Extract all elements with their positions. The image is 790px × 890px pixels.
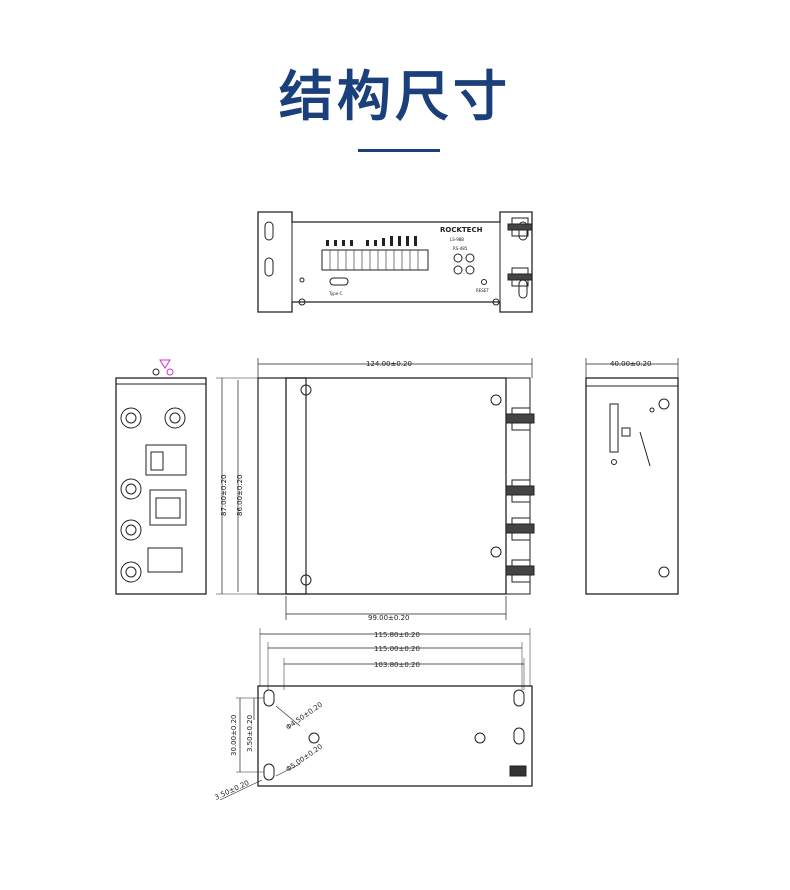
antenna-connector-icon	[507, 217, 533, 287]
mount-slot-icon	[263, 689, 275, 707]
brand-label: ROCKTECH	[440, 226, 483, 234]
side-view	[216, 358, 535, 620]
side-connector-icon	[505, 407, 535, 583]
right-end-view	[585, 358, 679, 595]
mounting-plate-view	[219, 628, 533, 801]
front-panel-view	[257, 211, 533, 313]
dim-edge-offset: 3.50±0.20	[213, 779, 250, 802]
reset-label: RESET	[476, 288, 489, 293]
dim-mount-115-00: 115.00±0.20	[374, 645, 420, 653]
dim-hole-spacing: 30.00±0.20	[230, 715, 238, 757]
tag-label: RS-485	[453, 246, 468, 251]
dim-width-bottom: 99.00±0.20	[368, 614, 410, 622]
page-title: 结构尺寸	[279, 65, 511, 128]
dim-height-outer: 87.00±0.20	[220, 475, 228, 517]
dim-depth-side: 40.00±0.20	[610, 360, 652, 368]
dim-mount-115-80: 115.80±0.20	[374, 631, 420, 639]
mount-slot-icon	[264, 221, 274, 241]
model-label: LS-98B	[450, 237, 464, 242]
led-icon	[453, 253, 463, 263]
dim-hole-dia: Φ5.00±0.20	[285, 743, 324, 774]
usb-c-port-icon	[329, 277, 349, 286]
dim-slot-dia: Φ4.50±0.20	[285, 701, 324, 732]
usb-port-icon	[145, 444, 187, 476]
port-end-view	[115, 359, 207, 595]
rj45-port-icon	[149, 489, 187, 526]
dim-height-inner: 86.00±0.20	[236, 475, 244, 517]
dim-hole-offset: 3.50±0.20	[246, 715, 254, 752]
terminal-block-icon	[321, 249, 429, 271]
dim-mount-103-80: 103.80±0.20	[374, 661, 420, 669]
power-terminal-icon	[147, 547, 183, 573]
sma-port-icon	[120, 407, 142, 429]
title-underline	[358, 149, 440, 152]
usb-label: Type-C	[328, 291, 343, 296]
dim-length-top: 124.00±0.20	[366, 360, 412, 368]
